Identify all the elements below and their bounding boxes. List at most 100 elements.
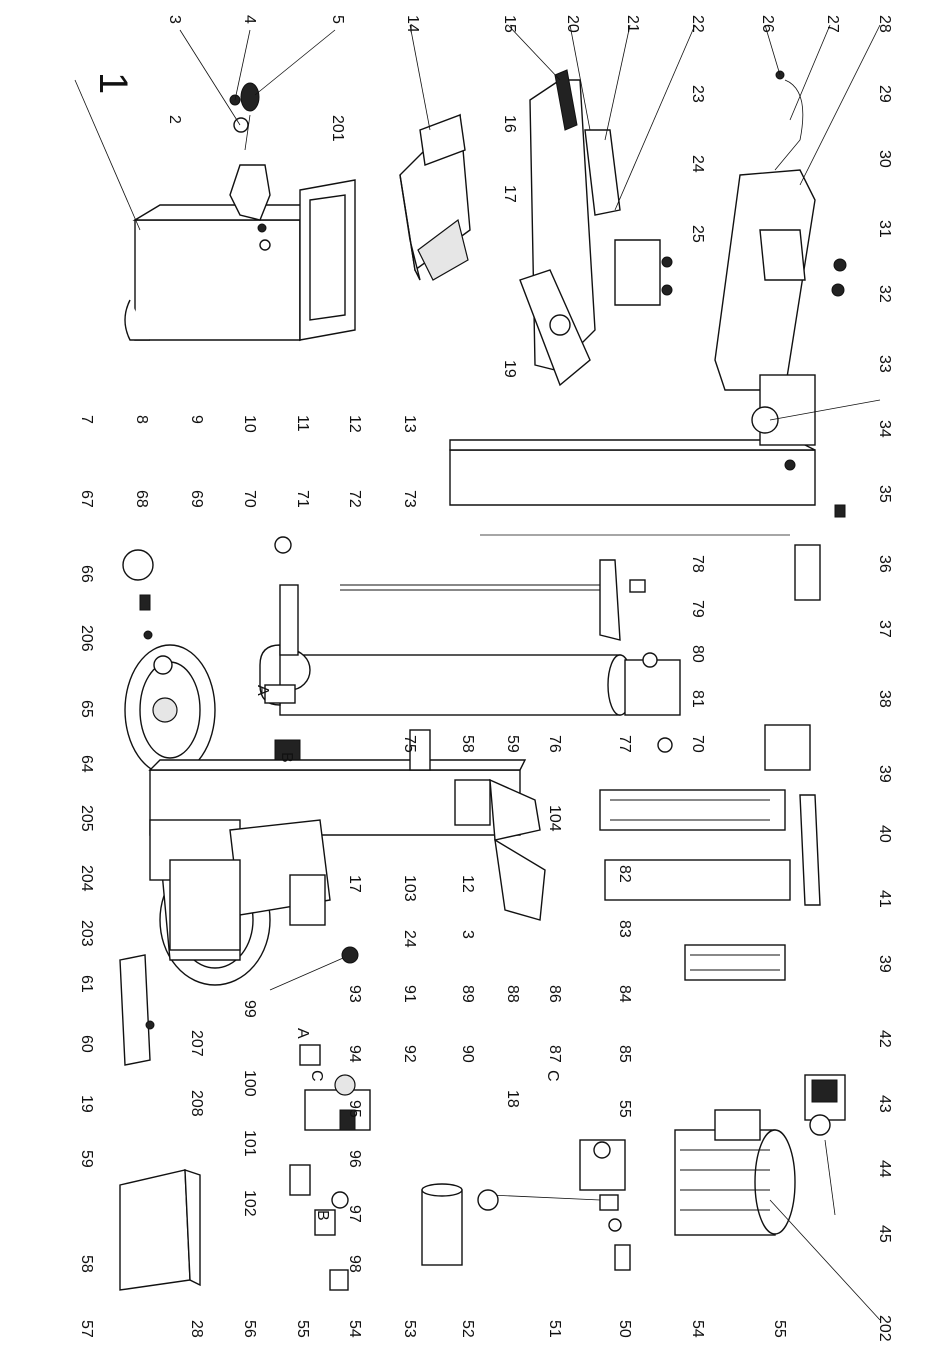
label-87: 87 xyxy=(546,1045,563,1063)
label-45: 45 xyxy=(876,1225,893,1243)
label-39: 39 xyxy=(876,765,893,783)
label-53: 53 xyxy=(401,1320,418,1338)
label-24b: 24 xyxy=(401,930,418,948)
label-85: 85 xyxy=(616,1045,633,1063)
label-100: 100 xyxy=(241,1070,258,1097)
label-65: 65 xyxy=(78,700,95,718)
label-9: 9 xyxy=(188,415,205,424)
label-80: 80 xyxy=(689,645,706,663)
label-23: 23 xyxy=(689,85,706,103)
label-26: 26 xyxy=(759,15,776,33)
label-91: 91 xyxy=(401,985,418,1003)
label-44: 44 xyxy=(876,1160,893,1178)
label-101: 101 xyxy=(241,1130,258,1157)
label-103: 103 xyxy=(401,875,418,902)
label-57: 57 xyxy=(78,1320,95,1338)
label-90: 90 xyxy=(459,1045,476,1063)
figure-number: 1 xyxy=(91,72,135,94)
callout-a-bottom: A xyxy=(294,1028,311,1039)
label-8: 8 xyxy=(133,415,150,424)
label-18: 18 xyxy=(504,1090,521,1108)
label-61: 61 xyxy=(78,975,95,993)
label-98: 98 xyxy=(346,1255,363,1273)
label-58: 58 xyxy=(459,735,476,753)
label-59b: 59 xyxy=(78,1150,95,1168)
part-36-37-pin xyxy=(794,504,846,601)
label-55: 55 xyxy=(294,1320,311,1338)
label-73: 73 xyxy=(401,490,418,508)
label-58b: 58 xyxy=(78,1255,95,1273)
part-72-73-rods xyxy=(340,534,790,641)
label-68: 68 xyxy=(133,490,150,508)
label-97: 97 xyxy=(346,1205,363,1223)
label-89: 89 xyxy=(459,985,476,1003)
label-19b: 19 xyxy=(78,1095,95,1113)
part-29-guard xyxy=(714,169,847,391)
label-29: 29 xyxy=(876,85,893,103)
label-56: 56 xyxy=(241,1320,258,1338)
part-43-switch xyxy=(804,1074,846,1216)
label-28b: 28 xyxy=(188,1320,205,1338)
label-17: 17 xyxy=(501,185,518,203)
label-82: 82 xyxy=(616,865,633,883)
label-28: 28 xyxy=(876,15,893,33)
label-33: 33 xyxy=(876,355,893,373)
part-202-motor xyxy=(674,1109,796,1236)
label-21: 21 xyxy=(624,15,641,33)
label-95: 95 xyxy=(346,1100,363,1118)
label-207: 207 xyxy=(188,1030,205,1057)
part-60-61-bracket xyxy=(119,954,155,1066)
callout-c-left: C xyxy=(308,1070,325,1082)
label-17b: 17 xyxy=(346,875,363,893)
label-51: 51 xyxy=(546,1320,563,1338)
part-50-coupling xyxy=(489,1194,631,1271)
label-92: 92 xyxy=(401,1045,418,1063)
label-86: 86 xyxy=(546,985,563,1003)
part-74-cylinder xyxy=(259,644,681,763)
label-94: 94 xyxy=(346,1045,363,1063)
part-1-top-bracket xyxy=(124,179,356,342)
label-25: 25 xyxy=(689,225,706,243)
label-59: 59 xyxy=(504,735,521,753)
label-76: 76 xyxy=(546,735,563,753)
part-42-guide xyxy=(684,944,786,981)
label-96: 96 xyxy=(346,1150,363,1168)
label-39b: 39 xyxy=(876,955,893,973)
label-205: 205 xyxy=(78,805,95,832)
label-70b: 70 xyxy=(689,735,706,753)
label-43: 43 xyxy=(876,1095,893,1113)
label-20: 20 xyxy=(564,15,581,33)
part-39-guide-bottom xyxy=(604,859,791,901)
part-15-16-arm xyxy=(519,69,621,387)
parts-2-3-4-5-handle xyxy=(229,82,260,151)
label-41: 41 xyxy=(876,890,893,908)
label-71: 71 xyxy=(294,490,311,508)
label-52: 52 xyxy=(459,1320,476,1338)
label-60: 60 xyxy=(78,1035,95,1053)
label-12: 12 xyxy=(346,415,363,433)
label-55b: 55 xyxy=(771,1320,788,1338)
label-67: 67 xyxy=(78,490,95,508)
part-95-valve xyxy=(269,946,371,1291)
callout-b-bottom: B xyxy=(314,1210,331,1221)
label-32: 32 xyxy=(876,285,893,303)
part-57-cover xyxy=(119,1169,201,1291)
label-10: 10 xyxy=(241,415,258,433)
label-13: 13 xyxy=(401,415,418,433)
callout-b-top: B xyxy=(278,752,295,763)
label-5: 5 xyxy=(329,15,346,24)
part-203-base-frame xyxy=(148,729,546,961)
label-30: 30 xyxy=(876,150,893,168)
part-53-tank xyxy=(421,1183,499,1266)
label-12b: 12 xyxy=(459,875,476,893)
label-208: 208 xyxy=(188,1090,205,1117)
part-labels: 3 4 5 14 15 20 21 22 23 24 26 27 28 29 3… xyxy=(78,15,893,1342)
label-31: 31 xyxy=(876,220,893,238)
label-102: 102 xyxy=(241,1190,258,1217)
leader-lines xyxy=(74,24,881,1321)
label-4: 4 xyxy=(241,15,258,24)
label-16: 16 xyxy=(501,115,518,133)
label-24: 24 xyxy=(689,155,706,173)
label-2: 2 xyxy=(166,115,183,124)
